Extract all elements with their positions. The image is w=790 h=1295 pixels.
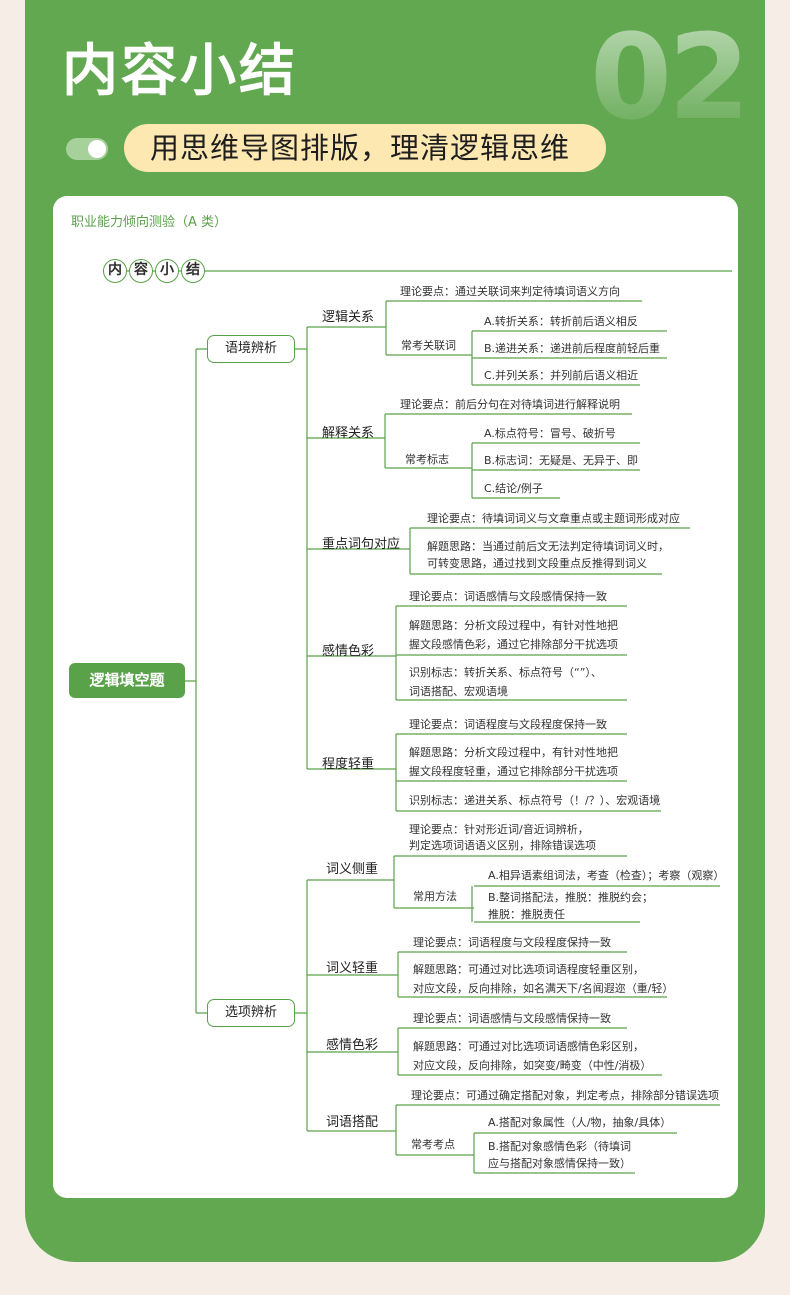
badge-char: 结 xyxy=(181,259,205,283)
toggle-icon xyxy=(66,138,108,160)
leaf-text: 握文段感情色彩，通过它排除部分干扰选项 xyxy=(409,638,618,651)
leaf-text: 理论要点：前后分句在对待填词进行解释说明 xyxy=(400,398,620,411)
card-heading: 职业能力倾向测验（A 类） xyxy=(71,215,228,230)
node-explain: 解释关系 xyxy=(322,426,375,441)
leaf-text: C.并列关系：并列前后语义相近 xyxy=(484,369,639,382)
branch-context: 语境辨析 xyxy=(207,335,295,363)
leaf-text: 应与搭配对象感情保持一致） xyxy=(488,1157,631,1170)
leaf-text: 常考考点 xyxy=(411,1138,455,1151)
node-collocation: 词语搭配 xyxy=(326,1115,379,1130)
badge-char: 容 xyxy=(129,259,153,283)
leaf-text: 解题思路：可通过对比选项词语程度轻重区别， xyxy=(413,963,644,976)
leaf-text: 理论要点：可通过确定搭配对象，判定考点，排除部分错误选项 xyxy=(411,1089,719,1102)
leaf-text: 握文段程度轻重，通过它排除部分干扰选项 xyxy=(409,765,618,778)
leaf-text: A.转折关系：转折前后语义相反 xyxy=(484,315,638,328)
node-logic: 逻辑关系 xyxy=(322,310,375,325)
leaf-text: B.搭配对象感情色彩（待填词 xyxy=(488,1140,632,1153)
leaf-text: 对应文段，反向排除，如名满天下/名闻遐迩（重/轻） xyxy=(413,982,674,995)
leaf-text: A.搭配对象属性（人/物，抽象/具体） xyxy=(488,1116,672,1129)
leaf-text: 理论要点：针对形近词/音近词辨析， xyxy=(409,823,589,836)
node-degree: 程度轻重 xyxy=(322,757,375,772)
leaf-text: B.整词搭配法，推脱：推脱约会； xyxy=(488,891,654,904)
leaf-text: C.结论/例子 xyxy=(484,482,543,495)
node-intensity: 词义轻重 xyxy=(326,961,379,976)
node-emotion: 感情色彩 xyxy=(322,644,375,659)
badge-char: 小 xyxy=(155,259,179,283)
leaf-text: 解题思路：可通过对比选项词语感情色彩区别， xyxy=(413,1040,644,1053)
section-number: 02 xyxy=(590,8,750,146)
mindmap-root: 逻辑填空题 xyxy=(69,663,185,698)
leaf-text: 对应文段，反向排除，如突变/畸变（中性/消极） xyxy=(413,1059,652,1072)
badge-char: 内 xyxy=(103,259,127,283)
node-keyword: 重点词句对应 xyxy=(322,537,401,552)
leaf-text: 常考关联词 xyxy=(401,339,456,352)
page-title: 内容小结 xyxy=(62,39,298,104)
leaf-text: A.相异语素组词法，考查（检查）；考察（观察） xyxy=(488,869,725,882)
leaf-text: 解题思路：分析文段过程中，有针对性地把 xyxy=(409,619,618,632)
leaf-text: 解题思路：当通过前后文无法判定待填词词义时， xyxy=(427,540,669,553)
leaf-text: 解题思路：分析文段过程中，有针对性地把 xyxy=(409,746,618,759)
leaf-text: 理论要点：通过关联词来判定待填词语义方向 xyxy=(400,285,620,298)
leaf-text: 判定选项词语语义区别，排除错误选项 xyxy=(409,839,596,852)
leaf-text: 理论要点：词语感情与文段感情保持一致 xyxy=(413,1012,611,1025)
leaf-text: 常用方法 xyxy=(413,890,457,903)
node-emotion-2: 感情色彩 xyxy=(326,1038,379,1053)
leaf-text: 识别标志：递进关系、标点符号（！/？）、宏观语境 xyxy=(409,794,661,807)
leaf-text: B.递进关系：递进前后程度前轻后重 xyxy=(484,342,661,355)
leaf-text: 词语搭配、宏观语境 xyxy=(409,685,508,698)
node-meaning: 词义侧重 xyxy=(326,862,379,877)
leaf-text: 常考标志 xyxy=(405,453,449,466)
leaf-text: B.标志词：无疑是、无异于、即 xyxy=(484,454,639,467)
leaf-text: 理论要点：词语感情与文段感情保持一致 xyxy=(409,590,607,603)
leaf-text: 理论要点：待填词词义与文章重点或主题词形成对应 xyxy=(427,512,680,525)
leaf-text: 识别标志：转折关系、标点符号（“”）、 xyxy=(409,666,602,679)
leaf-text: 理论要点：词语程度与文段程度保持一致 xyxy=(413,936,611,949)
leaf-text: 理论要点：词语程度与文段程度保持一致 xyxy=(409,718,607,731)
leaf-text: A.标点符号：冒号、破折号 xyxy=(484,427,616,440)
branch-options: 选项辨析 xyxy=(207,999,295,1027)
leaf-text: 推脱：推脱责任 xyxy=(488,908,565,921)
subtitle-banner: 用思维导图排版，理清逻辑思维 xyxy=(124,124,606,172)
leaf-text: 可转变思路，通过找到文段重点反推得到词义 xyxy=(427,557,647,570)
